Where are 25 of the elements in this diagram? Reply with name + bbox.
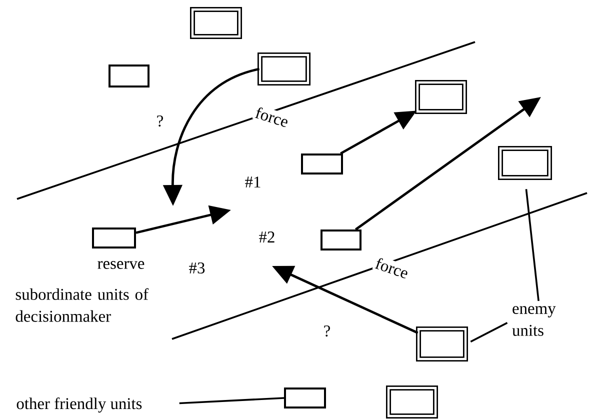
map-label: #1 <box>245 176 260 188</box>
friendly-unit-box <box>301 154 343 174</box>
map-label: #2 <box>259 232 274 242</box>
unit-label: other friendly units <box>16 397 142 413</box>
enemy-unit-box <box>386 386 438 418</box>
unit-caption: reserve <box>98 261 144 269</box>
friendly-unit-box <box>108 64 150 88</box>
leader-line <box>470 322 508 343</box>
enemy-unit-box <box>190 7 242 39</box>
enemy-unit-box <box>258 52 310 86</box>
friendly-unit-box <box>284 388 326 408</box>
map-label: ? <box>157 115 163 127</box>
line-label: force <box>372 255 412 281</box>
enemy-unit-box <box>416 326 468 362</box>
group-label: subordinate units of decisionmaker <box>16 288 149 322</box>
line-label: force <box>252 104 292 130</box>
enemy-unit-box <box>498 146 552 180</box>
leader-line <box>525 189 540 302</box>
enemy-unit-box <box>415 80 467 114</box>
friendly-unit-box <box>320 230 362 250</box>
friendly-unit-box <box>92 228 136 248</box>
map-label: ? <box>324 325 330 337</box>
leader-line <box>179 397 284 404</box>
unit-label: enemy units <box>512 306 556 336</box>
map-label: #3 <box>189 262 205 274</box>
